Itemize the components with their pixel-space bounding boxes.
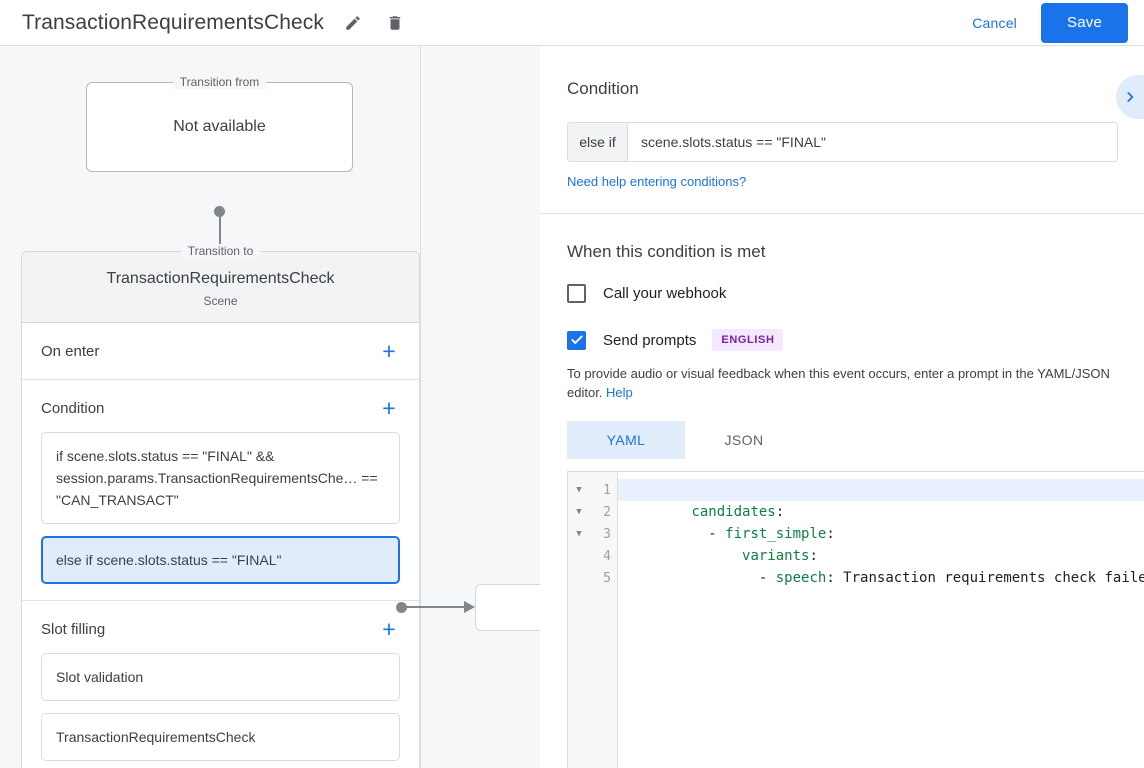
code-value: Transaction requirements check failed xyxy=(834,570,1144,586)
section-condition-head: Condition + xyxy=(41,396,400,420)
send-prompts-label: Send prompts xyxy=(603,331,697,349)
add-condition-button[interactable]: + xyxy=(382,394,396,421)
trash-icon[interactable] xyxy=(382,10,408,36)
yaml-key: candidates xyxy=(691,504,776,520)
line-number: 2 xyxy=(603,504,611,520)
transition-from-node[interactable]: Transition from Not available xyxy=(86,75,353,172)
gutter-line: ▼1 xyxy=(568,479,617,501)
transition-to-legend: Transition to xyxy=(180,244,261,258)
section-on-enter-title: On enter xyxy=(41,342,100,360)
canvas-divider xyxy=(420,46,421,768)
condition-input-row[interactable]: else if xyxy=(567,122,1118,162)
language-badge: ENGLISH xyxy=(712,329,784,351)
section-on-enter: On enter + xyxy=(22,323,419,380)
send-prompts-description-text: To provide audio or visual feedback when… xyxy=(567,366,1110,400)
gutter-line: 4 xyxy=(568,545,617,567)
code-line: variants: xyxy=(618,523,1144,564)
line-number: 3 xyxy=(603,526,611,542)
section-on-enter-head: On enter + xyxy=(41,339,400,363)
send-prompts-description: To provide audio or visual feedback when… xyxy=(567,364,1118,402)
transition-to-header: Transition to TransactionRequirementsChe… xyxy=(22,244,419,323)
code-indent xyxy=(691,570,758,586)
code-line: - first_simple: xyxy=(618,501,1144,542)
transition-from-value: Not available xyxy=(173,118,266,135)
yaml-key: speech xyxy=(775,570,827,586)
fold-toggle-icon[interactable]: ▼ xyxy=(576,507,582,517)
yaml-colon: : xyxy=(826,570,835,586)
yaml-colon: : xyxy=(826,526,835,542)
gutter-line: ▼3 xyxy=(568,523,617,545)
cancel-button[interactable]: Cancel xyxy=(958,7,1031,39)
line-number: 4 xyxy=(603,548,611,564)
page-title: TransactionRequirementsCheck xyxy=(22,10,324,34)
save-button[interactable]: Save xyxy=(1041,2,1128,43)
chevron-right-icon[interactable] xyxy=(1116,75,1144,119)
code-dash: - xyxy=(758,570,776,586)
section-slot-filling: Slot filling + Slot validation Transacti… xyxy=(22,601,419,768)
pencil-icon[interactable] xyxy=(340,10,366,36)
yaml-colon: : xyxy=(809,548,818,564)
help-link[interactable]: Help xyxy=(606,385,633,400)
yaml-editor[interactable]: ▼1 ▼2 ▼3 4 5 candidates: - first_simple:… xyxy=(567,471,1144,768)
transition-to-title: TransactionRequirementsCheck xyxy=(106,270,335,287)
flow-canvas[interactable]: Transition from Not available Transition… xyxy=(0,46,540,768)
next-node-partial[interactable] xyxy=(475,584,540,631)
tab-yaml[interactable]: YAML xyxy=(567,421,685,459)
code-dash: - xyxy=(708,526,726,542)
section-condition-title: Condition xyxy=(41,399,105,417)
condition-block: Condition else if Need help entering con… xyxy=(541,46,1144,191)
tab-json[interactable]: JSON xyxy=(724,432,764,448)
edge-start-dot xyxy=(214,206,225,217)
condition-chip-selected[interactable]: else if scene.slots.status == "FINAL" xyxy=(41,536,400,584)
send-prompts-checkbox[interactable] xyxy=(567,330,586,350)
transition-to-node[interactable]: Transition to TransactionRequirementsChe… xyxy=(21,244,420,768)
app-header: TransactionRequirementsCheck Cancel Save xyxy=(0,0,1144,46)
condition-chip[interactable]: if scene.slots.status == "FINAL" && sess… xyxy=(41,432,400,524)
webhook-row[interactable]: Call your webhook xyxy=(567,284,1118,303)
transition-to-subtitle: Scene xyxy=(203,294,238,308)
code-indent xyxy=(691,548,742,564)
condition-expression-input[interactable] xyxy=(628,123,1117,161)
fold-toggle-icon[interactable]: ▼ xyxy=(576,485,582,495)
editor-code-area[interactable]: candidates: - first_simple: variants: - … xyxy=(618,472,1144,768)
condition-prefix-label: else if xyxy=(568,123,628,161)
when-met-heading: When this condition is met xyxy=(567,242,766,261)
slot-validation-chip[interactable]: Slot validation xyxy=(41,653,400,701)
gutter-line: 5 xyxy=(568,567,617,589)
call-webhook-checkbox[interactable] xyxy=(567,284,586,303)
fold-toggle-icon[interactable]: ▼ xyxy=(576,529,582,539)
outgoing-edge-arrow xyxy=(464,601,475,613)
section-slot-filling-title: Slot filling xyxy=(41,620,106,638)
yaml-colon: : xyxy=(775,504,785,520)
transition-from-legend: Transition from xyxy=(172,75,267,89)
line-number: 5 xyxy=(603,570,611,586)
send-prompts-row[interactable]: Send prompts ENGLISH xyxy=(567,329,1118,351)
when-met-block: When this condition is met Call your web… xyxy=(541,214,1144,459)
call-webhook-label: Call your webhook xyxy=(603,285,727,302)
editor-format-tabs: YAML JSON xyxy=(567,421,1118,459)
outgoing-edge-dot xyxy=(396,602,407,613)
panel-divider xyxy=(541,213,1144,214)
add-on-enter-button[interactable]: + xyxy=(382,337,396,364)
condition-heading: Condition xyxy=(567,79,639,98)
yaml-key: variants xyxy=(742,548,810,564)
condition-help-link[interactable]: Need help entering conditions? xyxy=(567,174,747,189)
section-condition: Condition + if scene.slots.status == "FI… xyxy=(22,380,419,601)
editor-gutter: ▼1 ▼2 ▼3 4 5 xyxy=(568,472,618,768)
code-line: candidates: xyxy=(618,479,1144,520)
line-number: 1 xyxy=(603,482,611,498)
section-slot-filling-head: Slot filling + xyxy=(41,617,400,641)
code-line: - speech: Transaction requirements check… xyxy=(618,545,1144,586)
yaml-key: first_simple xyxy=(725,526,827,542)
outgoing-edge-line xyxy=(404,606,468,608)
gutter-line: ▼2 xyxy=(568,501,617,523)
code-indent xyxy=(691,526,708,542)
slot-chip[interactable]: TransactionRequirementsCheck xyxy=(41,713,400,761)
edge-connector-line xyxy=(219,212,221,260)
add-slot-button[interactable]: + xyxy=(382,615,396,642)
